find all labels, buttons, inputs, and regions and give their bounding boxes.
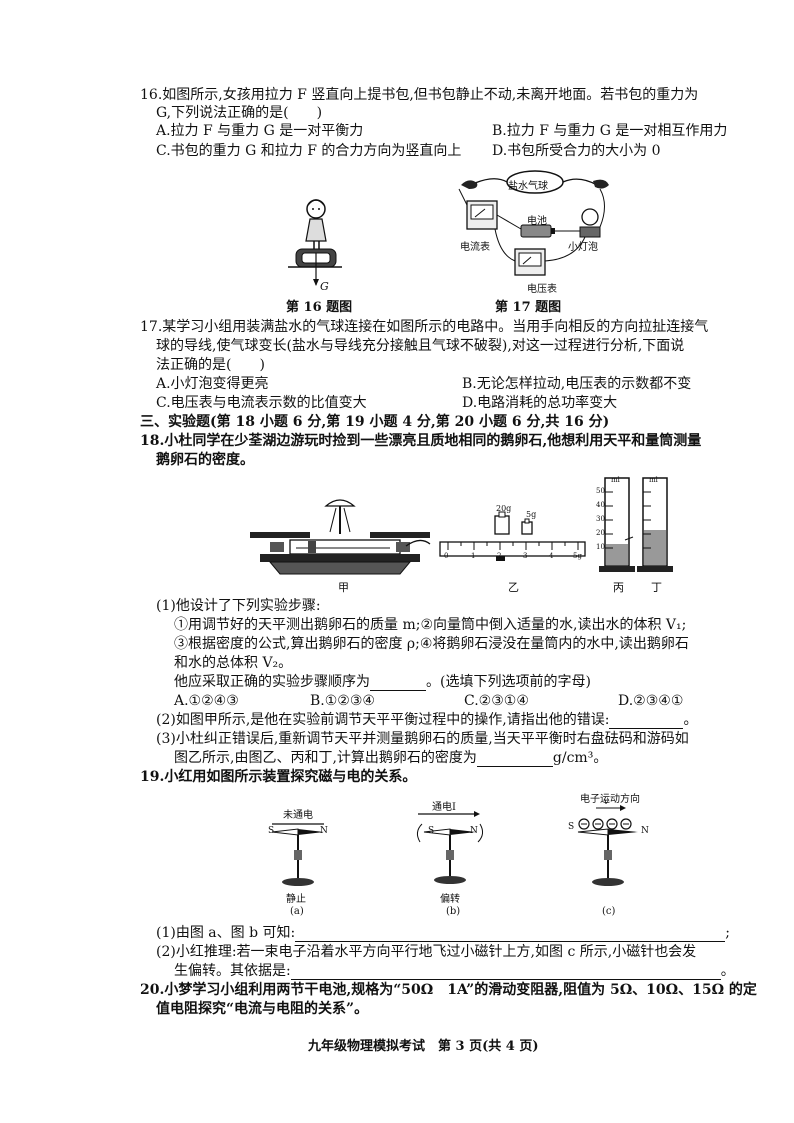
q18-part3-unit: g/cm³。 bbox=[552, 750, 608, 766]
q16-stem-line1: 16.如图所示,女孩用拉力 F 竖直向上提书包,但书包静止不动,未离开地面。若书… bbox=[140, 87, 699, 103]
q18-scale-tick-1: 1 bbox=[471, 552, 476, 560]
q17-option-d: D.电路消耗的总功率变大 bbox=[462, 395, 618, 411]
q19-b-bottom-label: 偏转 bbox=[440, 894, 460, 905]
q18-figure-yi-tag: 乙 bbox=[508, 581, 519, 594]
q18-order-answer-blank[interactable] bbox=[370, 676, 426, 691]
q18-part1-order-question: 他应采取正确的实验步骤顺序为 。(选填下列选项前的字母) bbox=[174, 673, 591, 691]
q19-a-tag: (a) bbox=[290, 906, 304, 917]
q18-part2-text: (2)如图甲所示,是他在实验前调节天平平衡过程中的操作,请指出他的错误: bbox=[156, 712, 610, 728]
q18-figure-weights-scale bbox=[439, 511, 586, 561]
q19-a-pole-n: N bbox=[320, 826, 328, 836]
q19-a-pole-s: S bbox=[268, 826, 275, 836]
q18-cylinder-unit-bing: ml bbox=[611, 476, 620, 484]
q18-scale-tick-5: 5g bbox=[573, 552, 582, 560]
q17-lamp-label: 小灯泡 bbox=[568, 242, 598, 253]
q16-option-a: A.拉力 F 与重力 G 是一对平衡力 bbox=[156, 123, 364, 139]
q19-b-pole-s: S bbox=[428, 826, 435, 836]
q16-option-c: C.书包的重力 G 和拉力 F 的合力方向为竖直向上 bbox=[156, 143, 462, 159]
q17-ammeter-label: 电流表 bbox=[460, 242, 490, 253]
q18-option-d: D.②③④① bbox=[618, 693, 684, 709]
q19-part2-text: 生偏转。其依据是: bbox=[174, 963, 291, 979]
q19-c-velocity-label: v bbox=[604, 797, 609, 806]
q18-scale-tick-3: 3 bbox=[523, 552, 528, 560]
q17-option-b: B.无论怎样拉动,电压表的示数都不变 bbox=[462, 376, 692, 392]
q16-option-d: D.书包所受合力的大小为 0 bbox=[492, 143, 661, 159]
q18-cyl-tick-20: 20 bbox=[596, 529, 605, 537]
q18-part1-line4: 和水的总体积 V₂。 bbox=[174, 655, 293, 671]
q20-stem-line1: 20.小梦学习小组利用两节干电池,规格为“50Ω 1A”的滑动变阻器,阻值为 5… bbox=[140, 982, 757, 998]
q18-part1-line2: ①用调节好的天平测出鹅卵石的质量 m;②向量筒中倒入适量的水,读出水的体积 V₁… bbox=[174, 617, 687, 633]
q18-density-answer-blank[interactable] bbox=[476, 752, 553, 767]
q19-part1-answer-blank[interactable] bbox=[295, 927, 726, 942]
q18-part3-text: 图乙所示,由图乙、丙和丁,计算出鹅卵石的密度为 bbox=[174, 750, 477, 766]
q19-figure-a-needle bbox=[271, 823, 324, 886]
q19-figure-b-needle bbox=[416, 811, 484, 884]
q19-b-top-label: 通电I bbox=[432, 802, 456, 813]
q19-a-bottom-label: 静止 bbox=[286, 894, 306, 905]
q17-voltmeter-label: 电压表 bbox=[527, 284, 557, 295]
q18-part1-line3: ③根据密度的公式,算出鹅卵石的密度 ρ;④将鹅卵石浸没在量筒内的水中,读出鹅卵石 bbox=[174, 636, 689, 652]
q18-weight-5g-label: 5g bbox=[526, 510, 537, 519]
q18-part1-line1: (1)他设计了下列实验步骤: bbox=[156, 598, 321, 614]
q16-figure-girl-bag bbox=[288, 199, 342, 286]
q18-figure-jia-tag: 甲 bbox=[338, 581, 349, 594]
q18-scale-tick-2: 2 bbox=[497, 552, 502, 560]
q17-option-a: A.小灯泡变得更亮 bbox=[156, 376, 269, 392]
q18-option-b: B.①②③④ bbox=[310, 693, 375, 709]
q19-part2-line2: 生偏转。其依据是:。 bbox=[174, 963, 735, 980]
q18-part3-line1: (3)小杜纠正错误后,重新调节天平并测量鹅卵石的质量,当天平平衡时右盘砝码和游码… bbox=[156, 731, 689, 747]
q18-cylinder-unit-ding: ml bbox=[649, 476, 658, 484]
q16-figure-caption: 第 16 题图 bbox=[286, 300, 353, 315]
q17-balloon-label: 盐水气球 bbox=[508, 181, 548, 192]
q17-battery-label: 电池 bbox=[527, 216, 547, 227]
q18-option-c: C.②③①④ bbox=[464, 693, 529, 709]
q19-figure-c-needle bbox=[577, 805, 638, 886]
q20-stem-line2: 值电阻探究“电流与电阻的关系”。 bbox=[156, 1001, 369, 1017]
q18-cyl-tick-50: 50 bbox=[596, 487, 605, 495]
q19-b-pole-n: N bbox=[470, 826, 478, 836]
q17-option-c: C.电压表与电流表示数的比值变大 bbox=[156, 395, 367, 411]
q19-stem: 19.小红用如图所示装置探究磁与电的关系。 bbox=[140, 769, 417, 785]
q18-figure-ding-tag: 丁 bbox=[651, 581, 662, 594]
q18-weight-20g-label: 20g bbox=[496, 504, 512, 513]
q18-scale-tick-0: 0 bbox=[444, 552, 449, 560]
q18-cyl-tick-10: 10 bbox=[596, 543, 605, 551]
q18-stem-line1: 18.小杜同学在少荃湖边游玩时捡到一些漂亮且质地相同的鹅卵石,他想利用天平和量筒… bbox=[140, 433, 702, 449]
q16-stem-line2: G,下列说法正确的是( ) bbox=[156, 105, 323, 121]
q17-stem-line3: 法正确的是( ) bbox=[156, 357, 265, 373]
q17-figure-caption: 第 17 题图 bbox=[495, 300, 562, 315]
q17-stem-line2: 球的导线,使气球变长(盐水与导线充分接触且气球不破裂),对这一过程进行分析,下面… bbox=[156, 338, 685, 354]
q18-stem-line2: 鹅卵石的密度。 bbox=[156, 452, 254, 468]
q18-figure-cylinders bbox=[599, 477, 673, 572]
q18-cyl-tick-30: 30 bbox=[596, 515, 605, 523]
q18-error-answer-blank[interactable] bbox=[609, 714, 684, 729]
q19-a-top-label: 未通电 bbox=[283, 810, 313, 821]
q18-part1-order-text: 他应采取正确的实验步骤顺序为 bbox=[174, 674, 370, 690]
q19-c-pole-s: S bbox=[568, 822, 575, 832]
page-footer: 九年级物理模拟考试 第 3 页(共 4 页) bbox=[308, 1039, 539, 1054]
q19-b-tag: (b) bbox=[446, 906, 461, 917]
q19-c-top-label: 电子运动方向 bbox=[580, 794, 640, 805]
q19-part2-line1: (2)小红推理:若一束电子沿着水平方向平行地飞过小磁针上方,如图 c 所示,小磁… bbox=[156, 944, 697, 960]
q19-part1-text: (1)由图 a、图 b 可知: bbox=[156, 925, 296, 941]
q16-option-b: B.拉力 F 与重力 G 是一对相互作用力 bbox=[492, 123, 728, 139]
q18-part1-order-hint: 。(选填下列选项前的字母) bbox=[426, 674, 591, 690]
q18-cyl-tick-40: 40 bbox=[596, 501, 605, 509]
q16-force-label: G bbox=[320, 280, 329, 293]
q19-part2-answer-blank[interactable] bbox=[290, 965, 721, 980]
q18-option-a: A.①②④③ bbox=[174, 693, 239, 709]
q18-figure-balance bbox=[250, 499, 431, 575]
q19-c-tag: (c) bbox=[602, 906, 616, 917]
q18-part2: (2)如图甲所示,是他在实验前调节天平平衡过程中的操作,请指出他的错误:。 bbox=[156, 712, 698, 729]
q18-scale-tick-4: 4 bbox=[549, 552, 554, 560]
section-3-heading: 三、实验题(第 18 小题 6 分,第 19 小题 4 分,第 20 小题 6 … bbox=[140, 414, 610, 430]
q18-part3-line2: 图乙所示,由图乙、丙和丁,计算出鹅卵石的密度为 g/cm³。 bbox=[174, 749, 607, 767]
q18-figure-bing-tag: 丙 bbox=[613, 581, 624, 594]
q19-c-pole-n: N bbox=[641, 826, 649, 836]
q17-figure-circuit bbox=[458, 170, 609, 276]
q17-stem-line1: 17.某学习小组用装满盐水的气球连接在如图所示的电路中。当用手向相反的方向拉扯连… bbox=[140, 319, 709, 335]
q19-part1: (1)由图 a、图 b 可知:; bbox=[156, 925, 730, 942]
